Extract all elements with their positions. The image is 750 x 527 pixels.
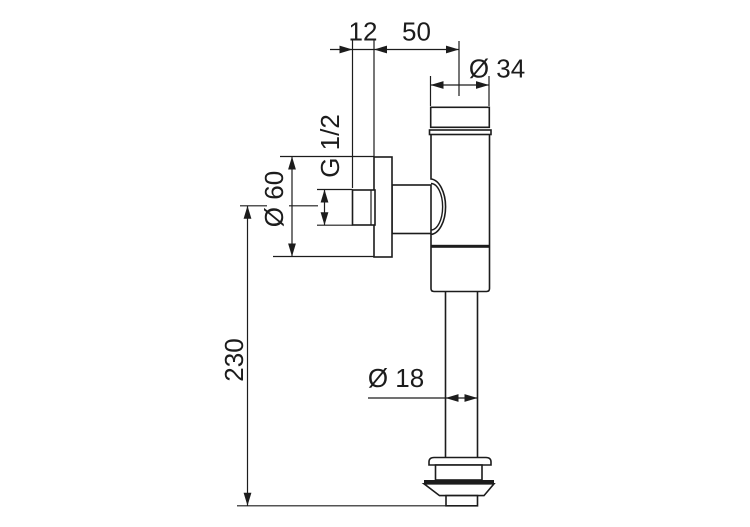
arrowhead-230-bottom xyxy=(243,492,252,506)
union-nut-inner-arc xyxy=(430,182,444,231)
dim-label-inlet-diameter: Ø 34 xyxy=(469,54,525,84)
wall-rosette xyxy=(373,156,393,258)
arrowhead-50-left xyxy=(374,45,387,54)
top-cap xyxy=(429,106,491,129)
arrowhead-230-top xyxy=(243,205,252,219)
connector-neck xyxy=(434,464,483,481)
arrowhead-d60-top xyxy=(288,156,296,170)
body-separation-band xyxy=(431,244,490,248)
arrowhead-d18-left xyxy=(445,394,459,402)
arrowhead-50-right xyxy=(446,45,459,54)
arrowhead-d18-right xyxy=(464,394,478,402)
valve-body xyxy=(430,132,491,293)
arrowhead-d60-bottom xyxy=(288,243,296,257)
thread-nipple xyxy=(351,189,376,226)
dim-label-rosette-diameter: Ø 60 xyxy=(259,171,289,227)
arrowhead-d34-left xyxy=(430,81,444,89)
arrowhead-d34-right xyxy=(476,81,489,89)
dim-label-wall-to-axis: 50 xyxy=(402,17,431,47)
valve-outline xyxy=(351,106,496,507)
arrowhead-g12-bottom xyxy=(320,212,329,226)
arrowhead-12-left xyxy=(339,45,353,54)
connector-bottom-stub xyxy=(445,494,479,507)
connector-dark-band xyxy=(424,480,494,484)
connector-upper-flange xyxy=(428,456,492,466)
groove-ring xyxy=(428,129,492,136)
dim-label-outlet-diameter: Ø 18 xyxy=(368,363,424,393)
connector-taper-seal xyxy=(421,483,496,497)
dim-label-overall-height: 230 xyxy=(219,338,249,381)
dim-label-thread: G 1/2 xyxy=(315,114,345,178)
dimension-arrowheads xyxy=(243,45,489,506)
arrowhead-g12-top xyxy=(320,189,329,203)
inlet-sleeve xyxy=(391,184,432,235)
dim-label-offset-top: 12 xyxy=(349,17,378,47)
dimension-labels: 12 50 Ø 34 G 1/2 Ø 60 230 Ø 18 xyxy=(219,17,525,394)
